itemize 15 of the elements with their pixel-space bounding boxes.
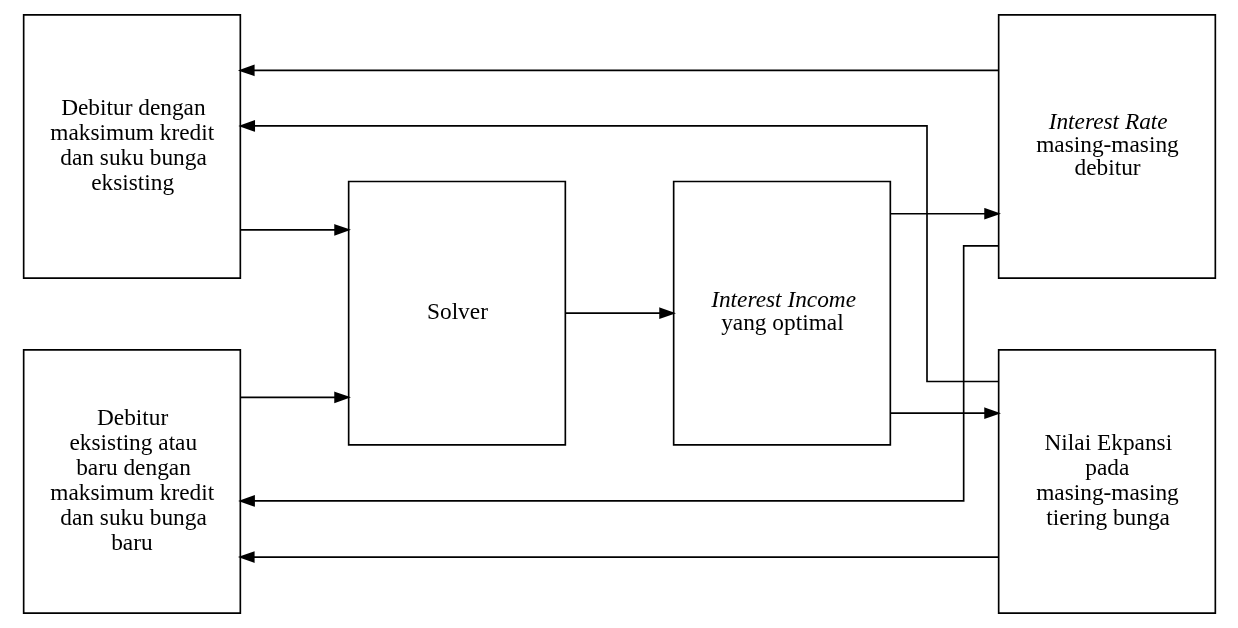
arrow [237, 551, 999, 563]
arrow [889, 407, 1001, 419]
arrow [564, 307, 676, 319]
arrow [239, 224, 351, 236]
node-box: Nilai Ekpansi pada masing-masing tiering bunga [997, 349, 1216, 614]
arrow [889, 207, 1001, 220]
node-box: Debitur dengan maksimum kredit dan suku bunga eksisting [22, 14, 241, 279]
arrow [239, 391, 351, 404]
node-box: Debitur eksisting atau baru dengan maksimum kredit dan suku bunga baru [22, 349, 241, 614]
node-box: Solver [347, 180, 566, 446]
node-box: Interest Income yang optimal [672, 180, 891, 446]
arrow [237, 64, 999, 77]
node-box: Interest Rate masing-masing debitur [997, 14, 1216, 279]
arrow [237, 120, 999, 383]
arrow [237, 245, 999, 507]
